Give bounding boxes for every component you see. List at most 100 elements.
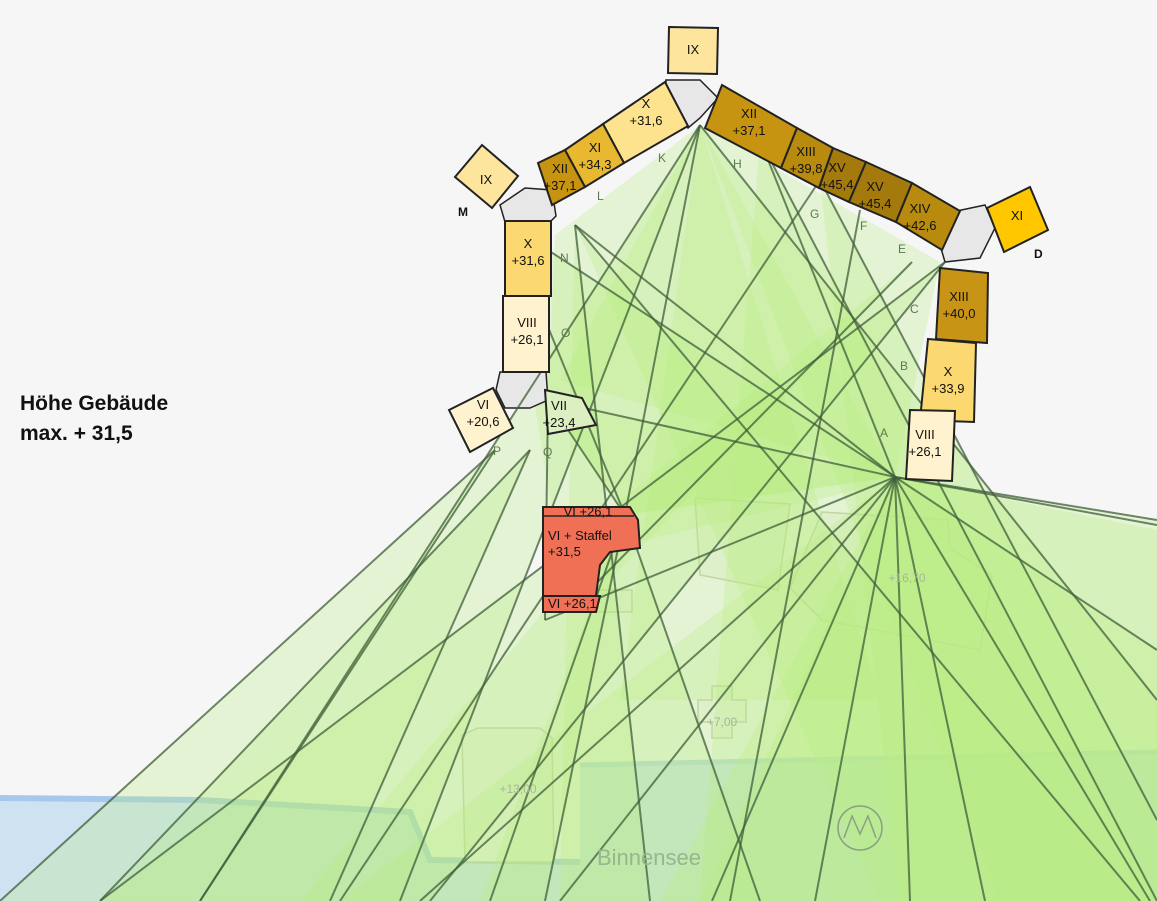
point-label-f: F	[860, 219, 867, 233]
building-level-label: VI	[477, 397, 489, 412]
building-height-label: +34,3	[579, 157, 612, 172]
building-level-label: XIII	[796, 144, 816, 159]
planned-building-top-label: VI +26,1	[564, 504, 613, 519]
sightline-cone	[620, 125, 880, 700]
building-xiii-c: XIII +40,0	[934, 266, 990, 345]
point-label-e: E	[898, 242, 906, 256]
building-height-label: +45,4	[821, 177, 854, 192]
point-label-n: N	[560, 251, 569, 265]
building-height-label: +20,6	[467, 414, 500, 429]
bg-label-1: +13,00	[499, 782, 536, 796]
sightline	[729, 209, 861, 901]
building-level-label: VIII	[915, 427, 935, 442]
sightline	[99, 449, 531, 901]
legend-height: max. + 31,5	[20, 422, 133, 445]
background-building-outlines	[461, 497, 993, 863]
point-label-k: K	[658, 151, 666, 165]
building-ix-m: IX	[453, 143, 520, 210]
sightline	[894, 476, 911, 901]
sightline	[814, 476, 896, 901]
building-height-label: +23,4	[543, 415, 576, 430]
building-height-label: +37,1	[544, 178, 577, 193]
planned-building-bottom-label: VI +26,1	[548, 596, 597, 611]
building-level-label: XII	[552, 161, 568, 176]
building-level-label: XI	[589, 140, 601, 155]
sightline-cone	[560, 125, 895, 477]
corner-label-m: M	[458, 205, 468, 219]
building-level-label: VIII	[517, 315, 537, 330]
corner-label-d: D	[1034, 247, 1043, 261]
building-level-label: XIII	[949, 289, 969, 304]
point-label-o: O	[561, 326, 570, 340]
sightline	[894, 476, 1157, 651]
point-labels: A B C E F G H K L N O P Q	[493, 151, 919, 459]
sightline	[0, 449, 496, 901]
building-xiv-e: XIV +42,6	[894, 181, 962, 252]
building-viii-a: VIII +26,1	[904, 408, 957, 483]
building-level-label: VII	[551, 398, 567, 413]
legend-title: Höhe Gebäude	[20, 392, 168, 415]
sightline	[99, 261, 946, 901]
sightline-cone	[340, 477, 895, 901]
sightline	[819, 179, 1157, 821]
sightline	[624, 514, 761, 901]
sightline	[504, 221, 901, 481]
building-level-label: IX	[480, 172, 493, 187]
building-level-label: IX	[687, 42, 700, 57]
building-level-label: XI	[1011, 208, 1023, 223]
point-label-h: H	[733, 157, 742, 171]
sightline	[624, 124, 701, 516]
sightline	[419, 476, 896, 901]
building-level-label: XV	[866, 179, 884, 194]
building-height-label: +26,1	[909, 444, 942, 459]
point-label-p: P	[493, 444, 501, 458]
bg-label-3: +16,70	[888, 571, 925, 585]
water-label: Binnensee	[597, 845, 701, 870]
planned-building-label: VI + Staffel	[548, 528, 612, 543]
sightline-cone	[700, 140, 1157, 901]
sightline-cone	[480, 515, 760, 901]
sightline-cone	[700, 125, 1157, 901]
building-level-label: X	[944, 364, 953, 379]
point-label-b: B	[900, 359, 908, 373]
sightline	[544, 476, 896, 621]
sightline	[894, 476, 986, 901]
building-height-label: +42,6	[904, 218, 937, 233]
building-vii-q: VII +23,4	[543, 388, 598, 436]
compass-icon	[837, 805, 883, 851]
buildings: IXX+31,6XI+34,3XII+37,1IXX+31,6VIII+26,1…	[447, 25, 1050, 483]
point-label-a: A	[880, 426, 888, 440]
sightline	[329, 449, 531, 901]
building-height-label: +45,4	[859, 196, 892, 211]
sightline	[547, 399, 896, 478]
building-height-label: +31,6	[512, 253, 545, 268]
sightline	[759, 139, 1157, 901]
building-height-label: +33,9	[932, 381, 965, 396]
sightline-cone	[560, 225, 650, 901]
building-viii-o: VIII +26,1	[502, 295, 550, 373]
building-height-label: +31,6	[630, 113, 663, 128]
building-level-label: X	[524, 236, 533, 251]
sightline	[489, 514, 626, 901]
building-x-b: X +33,9	[918, 337, 978, 424]
building-level-label: XV	[828, 160, 846, 175]
building-level-label: XIV	[910, 201, 931, 216]
sightline	[759, 139, 896, 478]
building-height-label: +26,1	[511, 332, 544, 347]
planned-building: VI +26,1 VI + Staffel +31,5 VI +26,1	[542, 504, 642, 613]
sightline-cone	[700, 477, 1157, 901]
sightline	[559, 476, 896, 901]
building-height-label: +39,8	[790, 161, 823, 176]
point-label-q: Q	[543, 445, 552, 459]
sightline	[429, 261, 946, 901]
building-xi-d: XI	[985, 185, 1050, 254]
point-label-l: L	[597, 189, 604, 203]
building-height-label: +37,1	[733, 123, 766, 138]
building-xv-f: XV +45,4	[847, 160, 914, 224]
bg-label-2: +7,00	[707, 715, 738, 729]
sightline	[574, 224, 1141, 901]
building-height-label: +40,0	[943, 306, 976, 321]
building-level-label: X	[642, 96, 651, 111]
